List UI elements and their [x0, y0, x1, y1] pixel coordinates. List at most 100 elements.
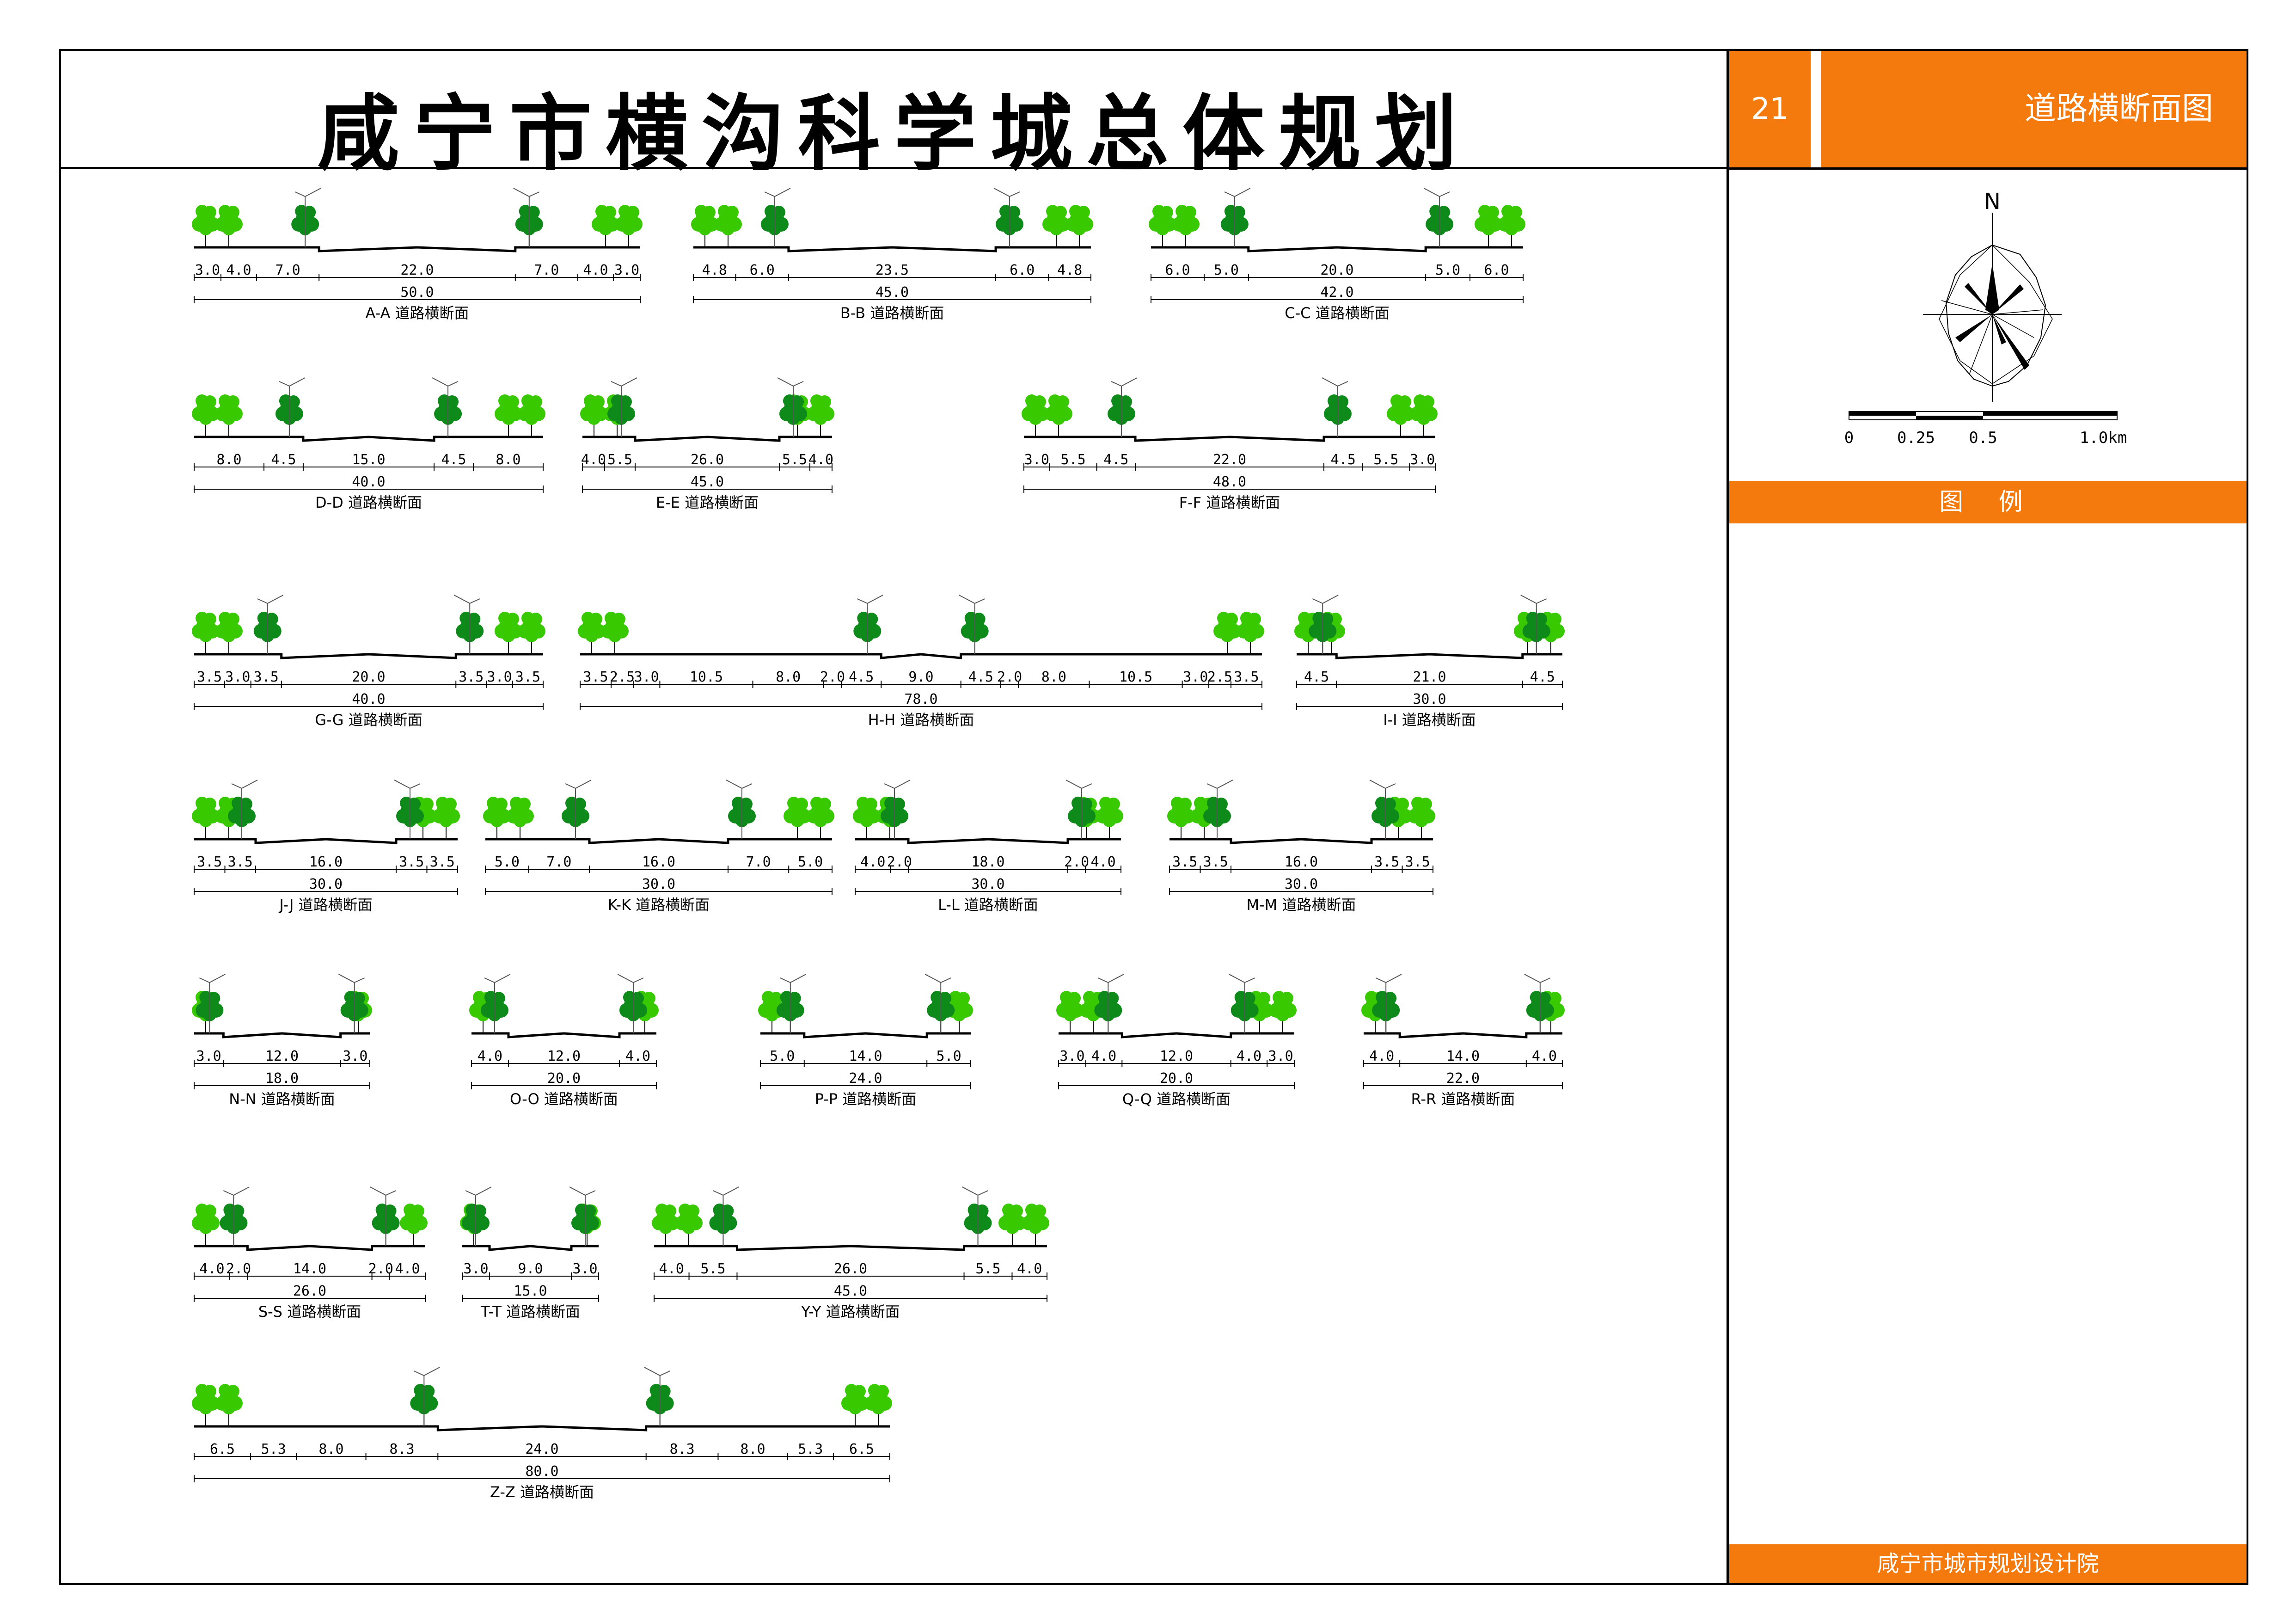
section-title: H-H 道路横断面: [868, 711, 974, 729]
segment-width-label: 4.5: [441, 452, 466, 468]
scale-bar: 0 0.25 0.5 1.0km: [1844, 411, 2127, 447]
segment-width-label: 4.0: [1091, 1048, 1116, 1064]
segment-width-label: 4.0: [581, 452, 606, 468]
segment-width-label: 12.0: [265, 1048, 299, 1064]
road-profile: [1151, 246, 1523, 252]
street-lamp-icon: [465, 1186, 492, 1246]
street-lamp-icon: [338, 974, 365, 1033]
segment-width-label: 3.0: [463, 1261, 488, 1277]
street-lamp-icon: [1520, 595, 1547, 654]
tree-icon: [518, 612, 545, 654]
tree-icon: [1475, 205, 1502, 247]
segment-width-label: 23.5: [876, 262, 909, 278]
segment-width-label: 22.0: [400, 262, 434, 278]
segment-width-label: 9.0: [518, 1261, 543, 1277]
segment-width-label: 4.5: [1530, 669, 1555, 685]
total-width-label: 40.0: [352, 691, 385, 707]
segment-width-label: 4.0: [659, 1261, 684, 1277]
street-lamp-icon: [231, 780, 258, 839]
segment-width-label: 8.0: [776, 669, 801, 685]
tree-icon: [580, 394, 608, 437]
tree-icon: [1056, 991, 1084, 1033]
segment-width-label: 20.0: [1320, 262, 1353, 278]
tree-icon: [495, 612, 522, 654]
street-lamp-icon: [565, 780, 592, 839]
segment-width-label: 16.0: [309, 854, 343, 870]
segment-width-label: 3.0: [1410, 452, 1435, 468]
tree-icon: [578, 612, 606, 654]
segment-width-label: 4.0: [860, 854, 885, 870]
segment-width-label: 8.3: [389, 1441, 414, 1457]
tree-icon: [483, 797, 511, 839]
segment-width-label: 3.0: [1183, 669, 1208, 685]
segment-width-label: 4.0: [583, 262, 608, 278]
segment-width-label: 2.0: [1064, 854, 1089, 870]
segment-width-label: 4.0: [226, 262, 251, 278]
street-lamp-icon: [453, 595, 480, 654]
segment-width-label: 4.5: [1331, 452, 1356, 468]
segment-width-label: 3.0: [487, 669, 512, 685]
segment-width-label: 16.0: [642, 854, 675, 870]
segment-width-label: 14.0: [849, 1048, 882, 1064]
tree-icon: [853, 797, 881, 839]
segment-width-label: 2.0: [887, 854, 912, 870]
scale-label-1km: 1.0km: [2080, 429, 2127, 447]
segment-width-label: 8.0: [1041, 669, 1066, 685]
total-width-label: 45.0: [876, 284, 909, 301]
total-width-label: 30.0: [1413, 691, 1446, 707]
segment-width-label: 4.8: [702, 262, 727, 278]
drawing-frame: [59, 49, 2248, 1585]
segment-width-label: 3.5: [399, 854, 424, 870]
segment-width-label: 15.0: [352, 452, 385, 468]
section-title: J-J 道路横断面: [278, 896, 372, 914]
tree-icon: [807, 394, 834, 437]
road-profile: [462, 1245, 599, 1251]
tree-icon: [456, 612, 484, 654]
total-width-label: 15.0: [514, 1283, 547, 1299]
road-profile: [194, 653, 543, 659]
tree-icon: [592, 205, 619, 247]
segment-width-label: 12.0: [547, 1048, 581, 1064]
tree-icon: [758, 991, 786, 1033]
street-lamp-icon: [644, 1367, 671, 1426]
segment-width-label: 12.0: [1160, 1048, 1193, 1064]
tree-icon: [1149, 205, 1176, 247]
segment-width-label: 5.5: [700, 1261, 725, 1277]
tree-icon: [1065, 205, 1093, 247]
segment-width-label: 3.5: [1234, 669, 1259, 685]
tree-icon: [1372, 991, 1400, 1033]
segment-width-label: 6.0: [1165, 262, 1190, 278]
segment-width-label: 3.0: [614, 262, 639, 278]
tree-icon: [215, 1384, 243, 1426]
section-title: T-T 道路横断面: [480, 1303, 580, 1321]
total-width-label: 45.0: [834, 1283, 867, 1299]
sheet-title: 道路横断面图: [1821, 51, 2247, 167]
tree-icon: [192, 797, 220, 839]
street-lamp-icon: [993, 188, 1020, 247]
segment-width-label: 3.0: [1268, 1048, 1293, 1064]
segment-width-label: 7.0: [276, 262, 300, 278]
segment-width-label: 5.5: [607, 452, 632, 468]
segment-width-label: 22.0: [1213, 452, 1246, 468]
segment-width-label: 3.5: [197, 669, 222, 685]
street-lamp-icon: [1065, 780, 1092, 839]
section-title: Z-Z 道路横断面: [490, 1483, 594, 1501]
total-width-label: 18.0: [265, 1070, 299, 1087]
total-width-label: 48.0: [1213, 474, 1246, 490]
road-profile: [194, 1425, 890, 1432]
total-width-label: 22.0: [1446, 1070, 1480, 1087]
segment-width-label: 3.5: [1203, 854, 1228, 870]
scale-label-025: 0.25: [1897, 429, 1935, 447]
total-width-label: 45.0: [691, 474, 724, 490]
total-width-label: 42.0: [1320, 284, 1353, 301]
segment-width-label: 3.0: [225, 669, 250, 685]
segment-width-label: 2.0: [820, 669, 845, 685]
header-gap: [1811, 51, 1821, 167]
tree-icon: [784, 797, 811, 839]
section-title: D-D 道路横断面: [315, 494, 422, 511]
